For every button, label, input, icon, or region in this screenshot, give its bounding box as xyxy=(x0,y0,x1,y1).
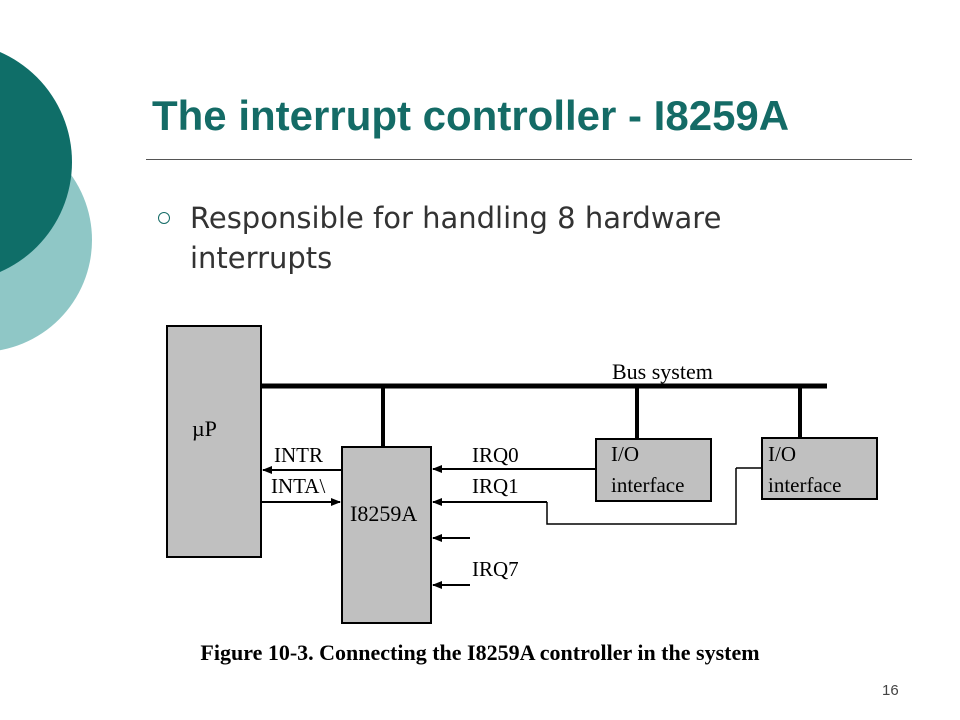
controller-label: I8259A xyxy=(350,501,417,526)
io2-line1: I/O xyxy=(768,442,796,466)
irq1-routing-line xyxy=(546,468,737,525)
io-interface-2-box xyxy=(761,437,878,500)
io2-line2: interface xyxy=(768,473,841,497)
irq0-label: IRQ0 xyxy=(472,443,519,467)
io1-line1: I/O xyxy=(611,442,639,466)
decorative-circles xyxy=(0,52,92,351)
inta-label: INTA\ xyxy=(271,474,325,498)
irq7-label: IRQ7 xyxy=(472,557,519,581)
bus-label: Bus system xyxy=(612,359,713,384)
bullet-item: Responsible for handling 8 hardware inte… xyxy=(158,198,830,278)
title-underline xyxy=(146,159,912,160)
io1-line2: interface xyxy=(611,473,684,497)
intr-label: INTR xyxy=(274,443,323,467)
page-number: 16 xyxy=(882,682,899,699)
figure-caption: Figure 10-3. Connecting the I8259A contr… xyxy=(200,640,760,665)
i8259a-connection-diagram: Bus system µP I8259A INTR INTA\ I/O inte… xyxy=(166,325,878,624)
bullet-circle-icon xyxy=(158,212,170,224)
dark-teal-circle xyxy=(0,52,72,272)
slide-title: The interrupt controller - I8259A xyxy=(152,92,790,139)
microprocessor-box xyxy=(166,325,262,558)
i8259a-box xyxy=(341,446,432,624)
cpu-label: µP xyxy=(192,416,217,441)
irq1-label: IRQ1 xyxy=(472,474,519,498)
bullet-text: Responsible for handling 8 hardware inte… xyxy=(190,201,722,275)
